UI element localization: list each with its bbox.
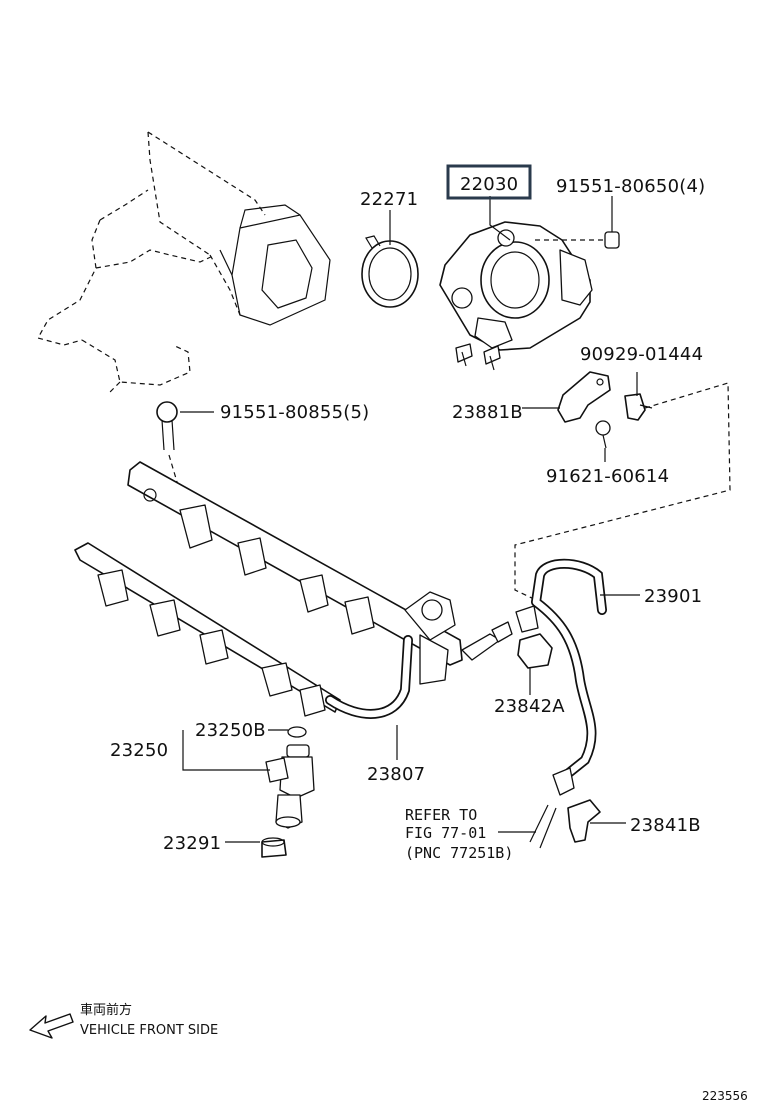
refer-note-line1: REFER TO [405, 806, 477, 824]
callout-91551-80650: 91551-80650(4) [556, 176, 705, 197]
illustration-id: 223556 [702, 1089, 748, 1103]
fuel-hose-clip-b [567, 799, 601, 843]
throttle-body [439, 221, 593, 371]
dashed-reference-box [514, 382, 731, 601]
callout-23841B: 23841B [630, 815, 701, 836]
leader-lines [180, 196, 640, 843]
callout-90929-01444: 90929-01444 [580, 344, 703, 365]
front-label-japanese: 車両前方 [80, 1002, 132, 1018]
callout-91551-80855: 91551-80855(5) [220, 402, 369, 423]
fuel-line-bracket [557, 371, 611, 423]
throttle-body-gasket [361, 235, 419, 308]
callout-91621-60614: 91621-60614 [546, 466, 669, 487]
intake-manifold-outline [37, 131, 331, 393]
callout-23250B: 23250B [195, 720, 266, 741]
fuel-pipe [325, 621, 513, 719]
front-arrow-icon [29, 1013, 74, 1039]
bracket-bolt [595, 420, 611, 449]
callout-23807: 23807 [367, 764, 425, 785]
front-label-english: VEHICLE FRONT SIDE [80, 1023, 218, 1038]
refer-tube [529, 804, 557, 849]
callout-22030: 22030 [460, 174, 518, 195]
callout-23291: 23291 [163, 833, 221, 854]
fuel-injector [265, 726, 315, 829]
fuel-hose-clip-a [517, 633, 553, 669]
delivery-pipe-bolt [156, 401, 181, 493]
callout-23250: 23250 [110, 740, 168, 761]
fuel-hose [515, 558, 607, 796]
callout-23881B: 23881B [452, 402, 523, 423]
callout-23901: 23901 [644, 586, 702, 607]
vehicle-front-indicator: 車両前方 VEHICLE FRONT SIDE [29, 1002, 218, 1039]
injector-insulator [261, 837, 287, 858]
refer-note-line3: (PNC 77251B) [405, 844, 513, 862]
upper-fuel-rail [127, 461, 463, 685]
refer-note-line2: FIG 77-01 [405, 824, 486, 842]
highlight-box-22030 [446, 164, 532, 200]
callout-22271: 22271 [360, 189, 418, 210]
lower-fuel-rail [74, 542, 341, 717]
callout-23842A: 23842A [494, 696, 565, 717]
